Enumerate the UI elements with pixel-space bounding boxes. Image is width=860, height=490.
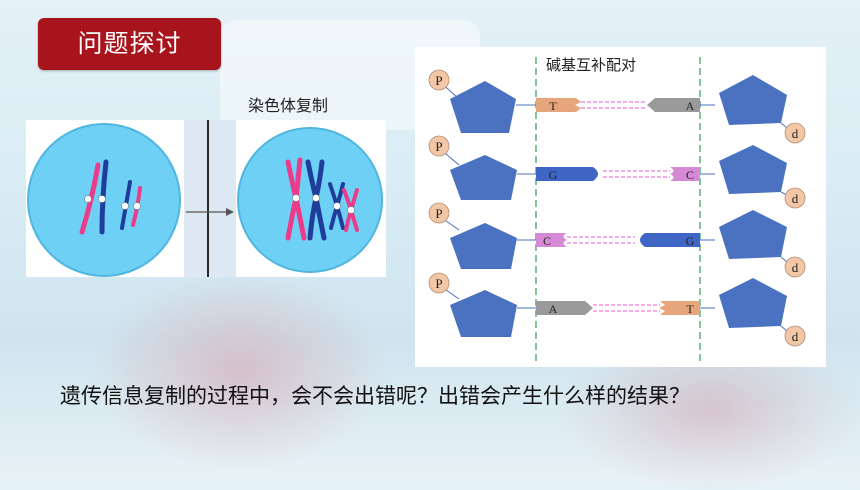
sugar-pentagon [450, 155, 517, 200]
nucleotide-pair-row-2: P G C d [428, 135, 806, 209]
divider-line [207, 120, 209, 277]
base-right [659, 301, 700, 315]
centromere [347, 206, 355, 214]
phosphate-icon [428, 135, 450, 157]
centromere [121, 202, 129, 210]
svg-text:P: P [435, 206, 442, 221]
centromere [292, 194, 300, 202]
svg-text:P: P [435, 276, 442, 291]
svg-text:P: P [435, 139, 442, 154]
base-pairing-diagram: 碱基互补配对 P T A d P [415, 47, 826, 367]
nucleotide-pair-row-1: P T A d [428, 69, 806, 144]
svg-text:T: T [686, 302, 694, 316]
deoxyribose-label [784, 256, 806, 278]
svg-text:G: G [686, 234, 695, 248]
sugar-pentagon [719, 75, 787, 125]
phosphate-icon [428, 202, 450, 224]
svg-text:A: A [686, 99, 695, 113]
base-left [536, 167, 598, 181]
svg-text:P: P [435, 73, 442, 88]
centromere [98, 195, 106, 203]
arrow-head [226, 208, 234, 216]
divider-band [184, 120, 236, 277]
chromosome-replication-caption: 染色体复制 [248, 96, 329, 115]
discussion-question: 遗传信息复制的过程中，会不会出错呢？出错会产生什么样的结果？ [60, 384, 690, 408]
centromere [133, 202, 141, 210]
phosphate-icon [428, 69, 450, 91]
sugar-pentagon [719, 145, 787, 194]
base-pairing-caption: 碱基互补配对 [546, 56, 637, 74]
centromere [333, 202, 341, 210]
sugar-pentagon [450, 223, 517, 269]
svg-text:T: T [549, 99, 557, 113]
svg-text:C: C [686, 168, 694, 182]
svg-text:C: C [543, 234, 551, 248]
svg-text:d: d [792, 260, 799, 275]
svg-text:A: A [549, 302, 558, 316]
base-left [536, 98, 581, 112]
chromosome-replication-diagram [26, 120, 386, 277]
deoxyribose-label [784, 187, 806, 209]
centromere [312, 194, 320, 202]
base-right [640, 233, 700, 247]
cell-after [237, 127, 383, 273]
base-left [536, 301, 593, 315]
sugar-pentagon [719, 210, 787, 259]
nucleotide-pair-row-3: P C G d [428, 202, 806, 278]
svg-text:d: d [792, 126, 799, 141]
svg-text:d: d [792, 329, 799, 344]
base-right [647, 98, 700, 112]
base-left [536, 233, 567, 247]
sugar-pentagon [719, 278, 787, 328]
svg-text:G: G [549, 168, 558, 182]
centromere [84, 195, 92, 203]
deoxyribose-label [784, 122, 806, 144]
sugar-pentagon [450, 290, 517, 337]
nucleotide-pair-row-4: P A T d [428, 272, 806, 347]
sugar-pentagon [450, 81, 516, 133]
phosphate-icon [428, 272, 450, 294]
base-right [670, 167, 700, 181]
background-blob [90, 270, 390, 470]
deoxyribose-label [784, 325, 806, 347]
svg-text:d: d [792, 191, 799, 206]
slide-title: 问题探讨 [38, 18, 221, 70]
